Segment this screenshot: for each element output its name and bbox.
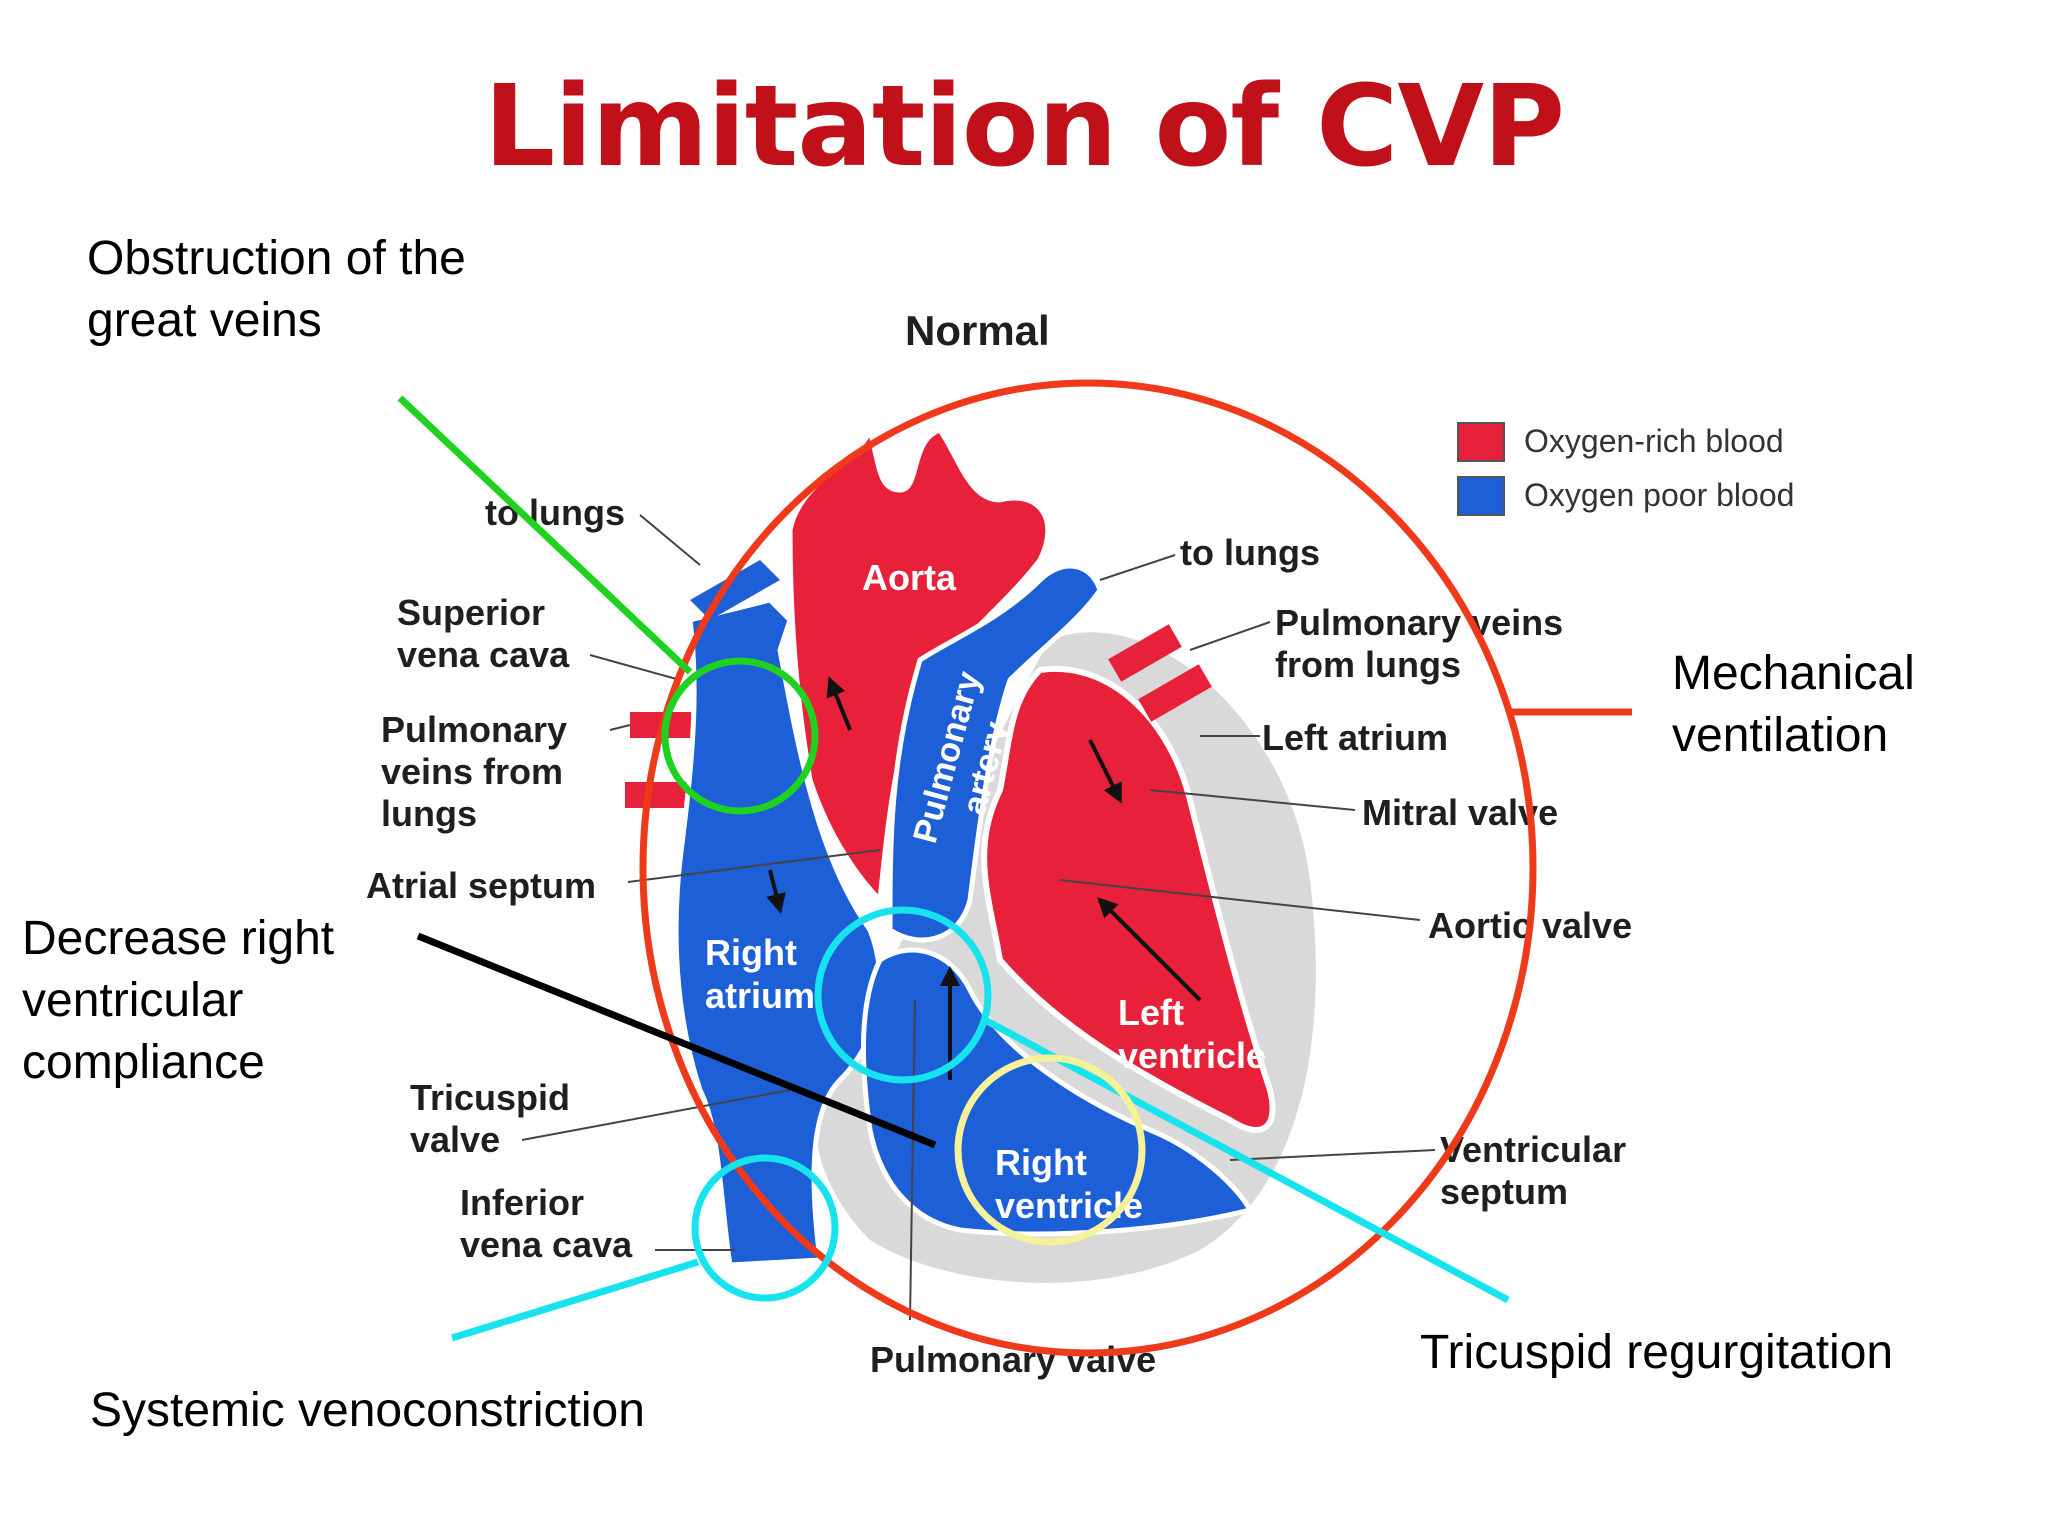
callout-line: ventilation [1672,709,1889,762]
label-left-atrium: Left atrium [1262,717,1448,758]
callout-systemic-venoconstriction: Systemic venoconstriction [90,1384,645,1437]
callout-line: Obstruction of the [87,232,466,285]
annotation-line-black [416,932,937,1149]
annotation-ring-yellow [954,1054,1146,1246]
flow-arrow [766,869,786,914]
annotation-ring-red [639,379,1537,1357]
pulmonary-vein-stub [1138,664,1212,722]
flow-arrow [826,676,852,731]
callout-tricuspid-regurgitation: Tricuspid regurgitation [1420,1326,1894,1379]
callout-mechanical-ventilation: Mechanical ventilation [1672,643,1915,767]
callout-line: Decrease right [22,912,335,965]
label-aorta: Aorta [862,557,957,598]
callout-line: great veins [87,294,322,347]
legend-label-oxygen-poor: Oxygen poor blood [1524,477,1794,513]
label-atrial-septum: Atrial septum [366,865,596,906]
legend-swatch-oxygen-poor [1457,476,1505,516]
callout-line: ventricular [22,974,244,1027]
annotation-line-cyan-ivc [450,1258,700,1342]
legend-label-oxygen-rich: Oxygen-rich blood [1524,423,1784,459]
callout-line: Mechanical [1672,647,1915,700]
annotation-ring-cyan [814,906,992,1084]
annotation-line-green [397,395,693,675]
callout-decrease-rv-compliance: Decrease right ventricular compliance [22,908,334,1094]
flow-arrow [1097,897,1202,1002]
label-to-lungs-right: to lungs [1180,532,1320,573]
leader-lines [521,514,1436,1321]
annotation-line-cyan [983,1016,1510,1304]
label-pulmonary-veins-left: Pulmonary veins from lungs [381,709,577,834]
label-left-ventricle: Left ventricle [1118,992,1266,1076]
annotation-ring-cyan-ivc [691,1154,839,1302]
label-pulmonary-veins-right: Pulmonary veins from lungs [1275,602,1573,685]
annotation-ring-green [661,657,819,815]
legend-swatch-oxygen-rich [1457,422,1505,462]
left-heart-chambers [981,665,1276,1133]
diagram-heading: Normal [905,307,1050,354]
pulmonary-vein-stub [1108,624,1182,682]
label-superior-vena-cava: Superior vena cava [397,592,570,675]
legend: Oxygen-rich blood Oxygen poor blood [1457,422,1794,516]
page-title: Limitation of CVP [483,62,1565,192]
label-right-ventricle: Right ventricle [995,1142,1143,1226]
pulmonary-artery-vessel [887,563,1103,943]
label-ventricular-septum: Ventricular septum [1440,1129,1636,1212]
callout-obstruction-great-veins: Obstruction of the great veins [87,228,466,352]
callout-line: compliance [22,1036,265,1089]
label-right-atrium: Right atrium [705,932,815,1016]
flow-arrow [1088,739,1122,804]
label-tricuspid-valve: Tricuspid valve [410,1077,580,1160]
label-inferior-vena-cava: Inferior vena cava [460,1182,633,1265]
